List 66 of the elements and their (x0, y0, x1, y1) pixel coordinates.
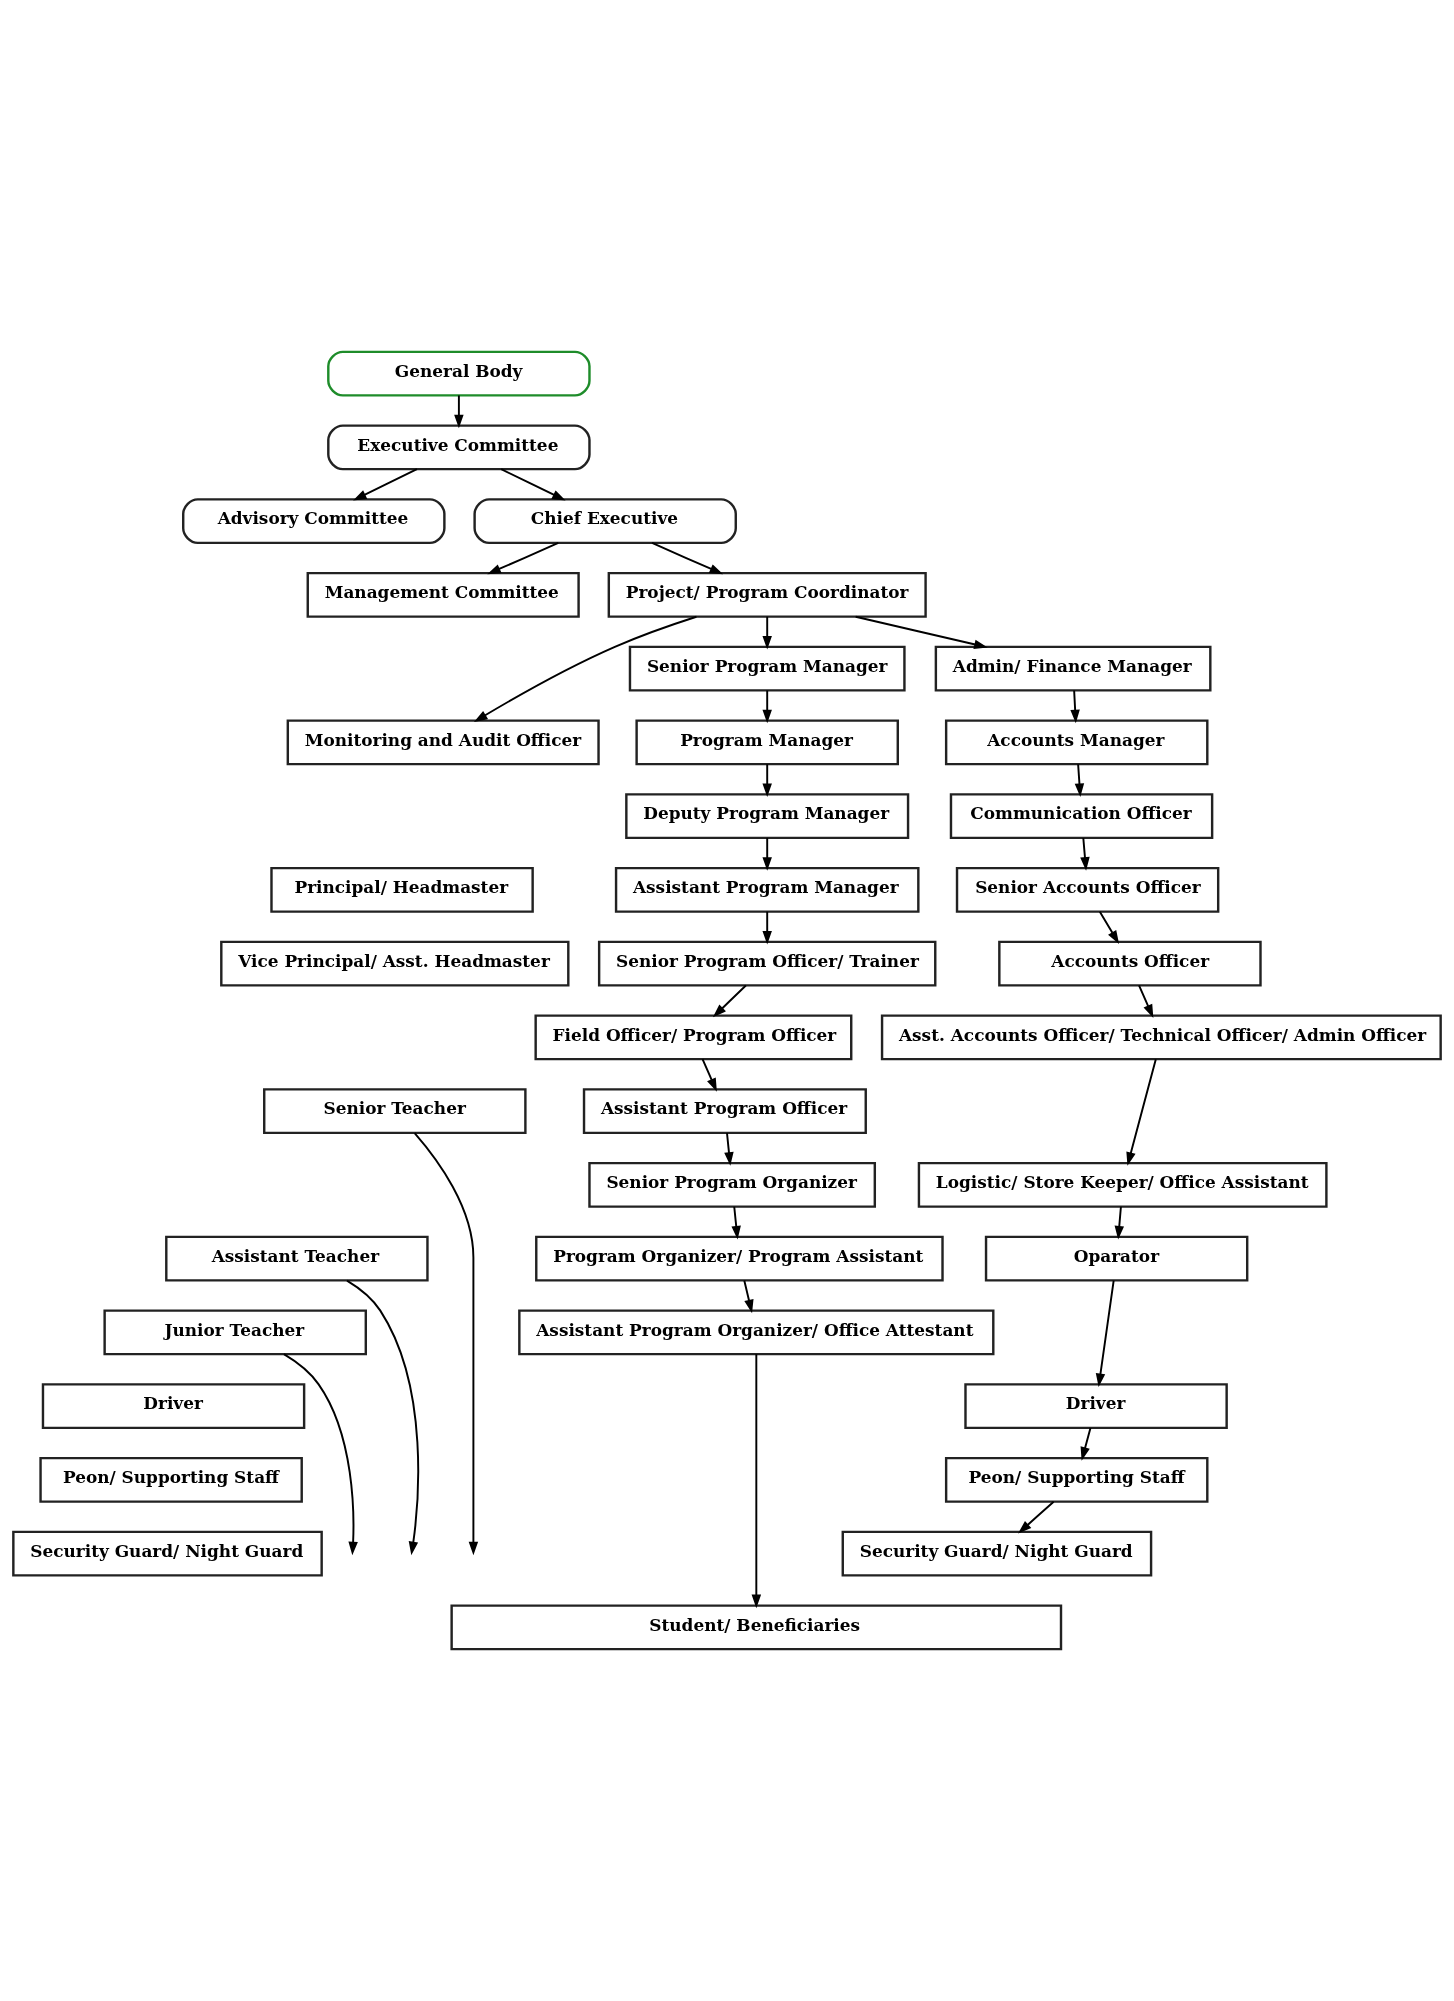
node-box: Senior Accounts Officer (955, 866, 1220, 913)
arrow (1070, 689, 1080, 724)
arrow (751, 1353, 762, 1609)
node-box: Asst. Accounts Officer/ Technical Officer/ Admin Officer (880, 1014, 1442, 1061)
node-box: Senior Teacher (263, 1088, 527, 1135)
node-box: Deputy Program Manager (625, 793, 910, 840)
arrow (724, 1132, 734, 1166)
node-box: Assistant Program Manager (614, 866, 920, 913)
arrow (413, 1132, 479, 1556)
node-box: Junior Teacher (103, 1309, 367, 1356)
node-box: Field Officer/ Program Officer (534, 1014, 853, 1061)
arrow (762, 910, 772, 945)
node-box: Management Committee (306, 571, 580, 618)
node-box: Admin/ Finance Manager (934, 645, 1212, 692)
arrow (1074, 763, 1085, 797)
arrow (701, 1058, 717, 1092)
arrow (1018, 1500, 1055, 1534)
node-box: Assistant Program Organizer/ Office Attestant (518, 1309, 995, 1356)
arrow (353, 468, 418, 501)
node-box: General Body (327, 350, 591, 397)
node-box: Communication Officer (949, 793, 1214, 840)
arrow (1114, 1205, 1124, 1240)
arrow (762, 763, 772, 797)
node-box: Driver (964, 1383, 1228, 1430)
node-box: Program Organizer/ Program Assistant (535, 1235, 944, 1282)
node-box: Driver (41, 1383, 306, 1430)
node-box: Senior Program Manager (628, 645, 906, 692)
node-box: Executive Committee (327, 424, 591, 471)
node-box: Logistic/ Store Keeper/ Office Assistant (917, 1161, 1328, 1208)
arrow (762, 615, 772, 650)
arrow (346, 1279, 420, 1556)
node-box: Senior Program Organizer (588, 1161, 876, 1208)
arrow (712, 984, 747, 1018)
arrow (500, 468, 566, 501)
arrow (282, 1353, 358, 1556)
arrow (743, 1279, 754, 1314)
arrow (487, 542, 560, 575)
arrow (1126, 1058, 1157, 1166)
node-box: Chief Executive (473, 498, 737, 545)
arrow (1095, 1279, 1115, 1388)
arrow (651, 542, 724, 575)
node-box: Assistant Program Officer (582, 1088, 867, 1135)
node-box: Advisory Committee (182, 498, 446, 545)
node-box: Student/ Beneficiaries (450, 1604, 1063, 1651)
node-box: Accounts Manager (944, 719, 1209, 766)
node-box: Monitoring and Audit Officer (286, 719, 600, 766)
arrow (454, 394, 464, 429)
node-box: Oparator (984, 1235, 1249, 1282)
node-box: Senior Program Officer/ Trainer (597, 940, 937, 987)
arrow (1138, 984, 1154, 1018)
arrow (762, 689, 772, 724)
node-box: Security Guard/ Night Guard (12, 1530, 323, 1577)
node-box: Security Guard/ Night Guard (841, 1530, 1153, 1577)
arrow (762, 837, 772, 871)
node-box: Peon/ Supporting Staff (39, 1456, 303, 1503)
node-box: Assistant Teacher (165, 1235, 429, 1282)
node-box: Peon/ Supporting Staff (944, 1456, 1209, 1503)
arrow (731, 1205, 741, 1240)
arrow (1080, 837, 1090, 871)
node-box: Project/ Program Coordinator (607, 571, 927, 618)
node-box: Vice Principal/ Asst. Headmaster (220, 940, 570, 987)
node-box: Principal/ Headmaster (270, 866, 534, 913)
arrow (1080, 1427, 1092, 1461)
node-box: Accounts Officer (998, 940, 1262, 987)
node-box: Program Manager (635, 719, 899, 766)
arrow (1098, 910, 1120, 945)
